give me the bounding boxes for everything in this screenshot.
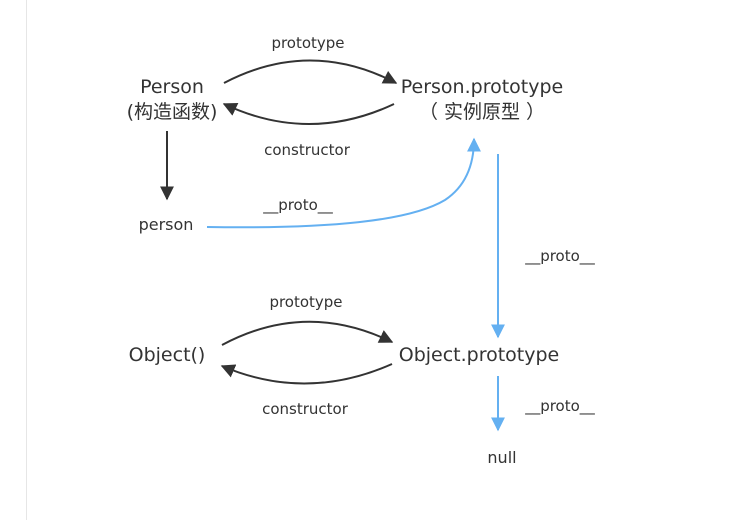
- edge-person-prototype-arrow: [223, 59, 398, 84]
- person-constructor-label: Person: [140, 76, 204, 98]
- object-constructor-label: Object(): [129, 344, 206, 366]
- edge-label-person-instance-proto: __proto__: [262, 196, 333, 215]
- edge-label-object-constructor: constructor: [262, 400, 349, 418]
- left-border-line: [26, 0, 27, 520]
- object-prototype-label: Object.prototype: [399, 344, 560, 366]
- edge-label-person-proto-proto: __proto__: [524, 247, 595, 266]
- edge-person-instance-proto-arrow: [206, 137, 481, 229]
- edge-object-prototype-arrow: [221, 320, 394, 346]
- person-prototype-label: Person.prototype: [401, 76, 563, 98]
- edge-label-person-constructor: constructor: [264, 141, 351, 159]
- person-instance-label: person: [139, 215, 194, 234]
- edge-object-constructor-arrow: [220, 363, 393, 385]
- edge-label-object-prototype: prototype: [269, 293, 342, 311]
- edge-person-constructor-arrow: [222, 103, 395, 125]
- null-label: null: [487, 448, 516, 467]
- person-constructor-subtitle: (构造函数): [127, 101, 218, 123]
- edge-label-person-prototype: prototype: [271, 34, 344, 52]
- edge-label-object-proto-proto: __proto__: [524, 397, 595, 416]
- person-prototype-subtitle: （ 实例原型 ）: [419, 101, 545, 123]
